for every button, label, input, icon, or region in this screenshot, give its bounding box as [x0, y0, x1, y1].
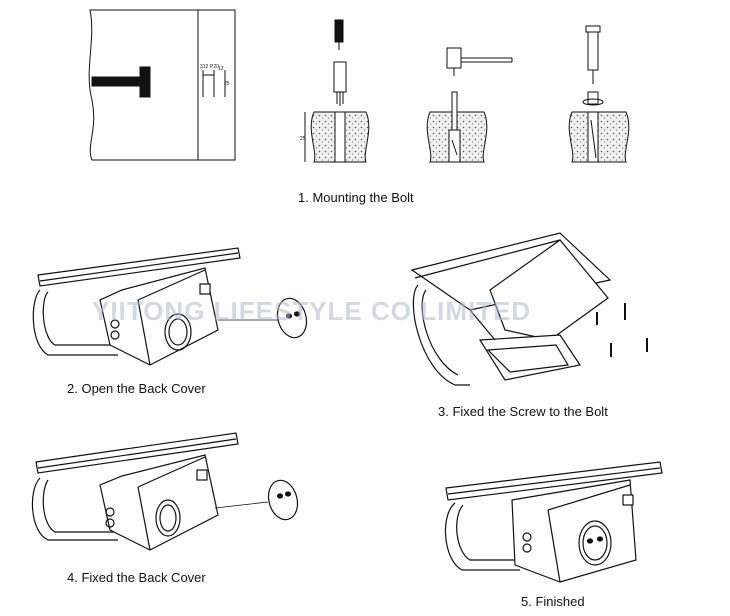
caption-step2: 2. Open the Back Cover [67, 381, 206, 396]
dimension-label: 25 [300, 136, 306, 142]
dimension-label: P20 [210, 64, 219, 70]
step4-lamp-drawing [31, 432, 269, 551]
step2-back-cover [276, 297, 308, 339]
watermark: YIITONG LIFESTYLE CO LIMITED [92, 296, 532, 326]
dimension-label: 25 [224, 81, 230, 87]
step1-drill-panel: 25 [300, 19, 370, 163]
caption-step5: 5. Finished [521, 594, 585, 609]
dimension-label: 12 [218, 66, 224, 72]
caption-step4: 4. Fixed the Back Cover [67, 570, 206, 585]
caption-step1: 1. Mounting the Bolt [298, 190, 414, 205]
step2-lamp-drawing [32, 247, 278, 366]
step3-screws [596, 303, 648, 357]
dimension-labels: 312 P20 12 25 [200, 64, 230, 87]
wall-section-drawing [88, 9, 236, 161]
dimension-label: 312 [200, 64, 209, 70]
step4-back-cover [267, 479, 299, 521]
step5-lamp-drawing [444, 461, 663, 583]
step1-wrench-panel [568, 25, 630, 163]
step3-lamp-drawing [410, 232, 612, 386]
caption-step3: 3. Fixed the Screw to the Bolt [438, 404, 608, 419]
step1-hammer-panel [426, 47, 513, 163]
